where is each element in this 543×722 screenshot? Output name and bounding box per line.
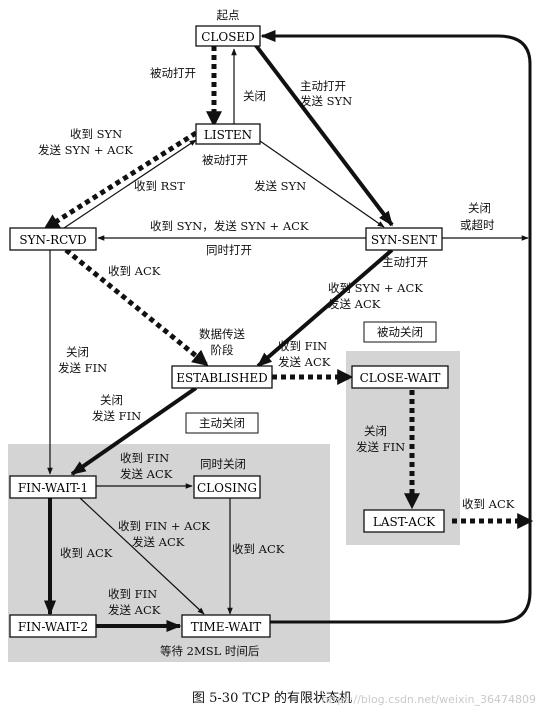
label-close-4: 关闭 [364, 424, 387, 438]
edge-labels: 起点 被动打开 关闭 主动打开 发送 SYN 收到 SYN 发送 SYN + A… [38, 8, 515, 658]
edge-established-finwait1 [70, 386, 198, 476]
edge-finwait1-timewait [79, 497, 205, 615]
label-send-ack-3: 发送 ACK [120, 467, 173, 481]
label-recv-ack-4: 收到 ACK [462, 497, 515, 511]
label-send-ack-2: 发送 ACK [278, 355, 331, 369]
state-close-wait[interactable]: CLOSE-WAIT [351, 365, 449, 389]
label-recv-ack-2: 收到 ACK [60, 546, 113, 560]
label-active-open: 主动打开 [300, 79, 346, 93]
label-data-transfer-2: 阶段 [211, 343, 234, 357]
label-recv-fin-2: 收到 FIN [120, 451, 169, 465]
state-listen-label: LISTEN [204, 128, 252, 142]
label-send-synack: 发送 SYN + ACK [38, 143, 133, 157]
state-established[interactable]: ESTABLISHED [171, 365, 273, 389]
active-close-label: 主动关闭 [199, 416, 245, 430]
edge-timewait-closed [260, 30, 532, 624]
state-established-label: ESTABLISHED [176, 371, 268, 385]
label-send-ack-1: 发送 ACK [328, 297, 381, 311]
state-syn-rcvd[interactable]: SYN-RCVD [9, 227, 97, 251]
label-recv-rst: 收到 RST [134, 179, 185, 193]
label-send-fin-2: 发送 FIN [92, 409, 141, 423]
state-listen[interactable]: LISTEN [195, 123, 261, 145]
label-simultaneous-close: 同时关闭 [200, 457, 246, 471]
label-close-3: 关闭 [100, 393, 123, 407]
label-send-fin-3: 发送 FIN [356, 440, 405, 454]
label-wait-2msl: 等待 2MSL 时间后 [160, 644, 259, 658]
label-recv-finack: 收到 FIN + ACK [118, 519, 210, 533]
state-closing[interactable]: CLOSING [193, 475, 261, 499]
state-close-wait-label: CLOSE-WAIT [360, 371, 441, 385]
states: CLOSED LISTEN SYN-RCVD SYN-SENT ESTABLIS… [9, 25, 449, 638]
label-close-1: 关闭 [243, 89, 266, 103]
edges [43, 30, 534, 632]
label-send-ack-5: 发送 ACK [108, 603, 161, 617]
label-data-transfer-1: 数据传送 [199, 327, 245, 341]
state-time-wait[interactable]: TIME-WAIT [181, 614, 271, 638]
label-recv-fin-1: 收到 FIN [278, 339, 327, 353]
label-start: 起点 [217, 8, 240, 22]
figure-caption: 图 5-30 TCP 的有限状态机 [192, 690, 352, 706]
label-recv-syn: 收到 SYN [70, 127, 122, 141]
state-closing-label: CLOSING [197, 481, 257, 495]
label-recv-ack-1: 收到 ACK [108, 264, 161, 278]
state-closed-label: CLOSED [201, 30, 255, 44]
state-fin-wait-2-label: FIN-WAIT-2 [18, 620, 88, 634]
state-closed[interactable]: CLOSED [195, 25, 261, 47]
label-close-timeout-1: 关闭 [468, 201, 491, 215]
label-close-timeout-2: 或超时 [460, 218, 495, 232]
label-active-open-2: 主动打开 [382, 255, 428, 269]
label-passive-open-2: 被动打开 [202, 153, 248, 167]
state-last-ack[interactable]: LAST-ACK [363, 509, 445, 533]
state-time-wait-label: TIME-WAIT [191, 620, 262, 634]
edge-synsent-established [256, 248, 394, 368]
watermark: https://blog.csdn.net/weixin_36474809 [321, 693, 536, 706]
edge-synrcvd-established [64, 248, 209, 367]
label-recv-ack-3: 收到 ACK [232, 542, 285, 556]
label-recv-fin-3: 收到 FIN [108, 587, 157, 601]
state-syn-rcvd-label: SYN-RCVD [19, 233, 86, 247]
edge-synrcvd-listen [63, 139, 197, 229]
state-last-ack-label: LAST-ACK [373, 515, 436, 529]
label-send-ack-4: 发送 ACK [132, 535, 185, 549]
label-send-fin-1: 发送 FIN [58, 361, 107, 375]
label-send-syn-2: 发送 SYN [254, 179, 306, 193]
label-simultaneous-open: 同时打开 [206, 243, 252, 257]
passive-close-label: 被动关闭 [377, 325, 423, 339]
state-fin-wait-2[interactable]: FIN-WAIT-2 [9, 614, 97, 638]
label-send-syn-1: 发送 SYN [300, 94, 352, 108]
state-fin-wait-1[interactable]: FIN-WAIT-1 [9, 475, 97, 499]
label-recv-synack: 收到 SYN + ACK [328, 281, 423, 295]
state-syn-sent-label: SYN-SENT [371, 233, 437, 247]
edge-listen-synsent [259, 140, 385, 228]
label-recv-syn-inline: 收到 SYN，发送 SYN + ACK [150, 219, 309, 233]
label-close-2: 关闭 [66, 345, 89, 359]
state-syn-sent[interactable]: SYN-SENT [365, 227, 443, 251]
region-labels: 被动关闭 主动关闭 [185, 321, 437, 434]
state-fin-wait-1-label: FIN-WAIT-1 [18, 481, 88, 495]
edge-closed-synsent [252, 41, 394, 227]
label-passive-open-1: 被动打开 [150, 66, 196, 80]
edge-listen-synrcvd [43, 130, 198, 231]
